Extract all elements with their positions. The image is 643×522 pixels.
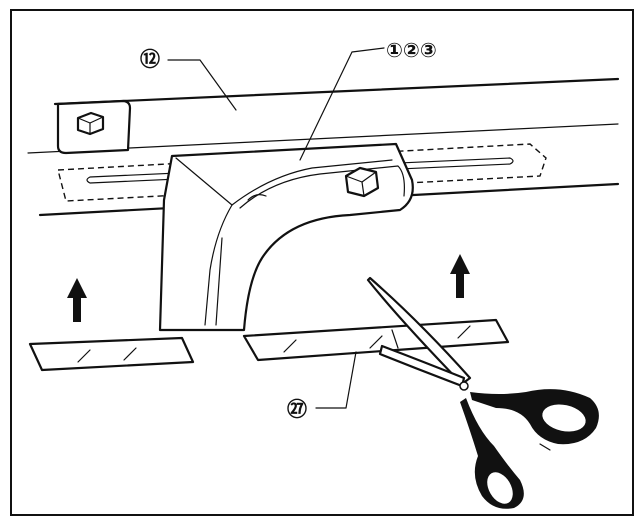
scissors-icon — [366, 276, 599, 509]
figure-frame — [10, 9, 634, 516]
slot-outline — [57, 143, 547, 202]
bolt-plate — [56, 99, 132, 155]
bracket-part — [158, 142, 414, 332]
tape-strip-left — [28, 336, 195, 372]
callout-1-2-3: ①②③ — [386, 38, 437, 62]
up-arrow-right-icon — [450, 254, 470, 298]
up-arrow-left-icon — [67, 278, 87, 322]
leader-lines — [167, 47, 385, 409]
tape-strip-right — [242, 318, 510, 362]
callout-12: ⑫ — [140, 47, 160, 71]
callout-27: ㉗ — [287, 397, 307, 421]
